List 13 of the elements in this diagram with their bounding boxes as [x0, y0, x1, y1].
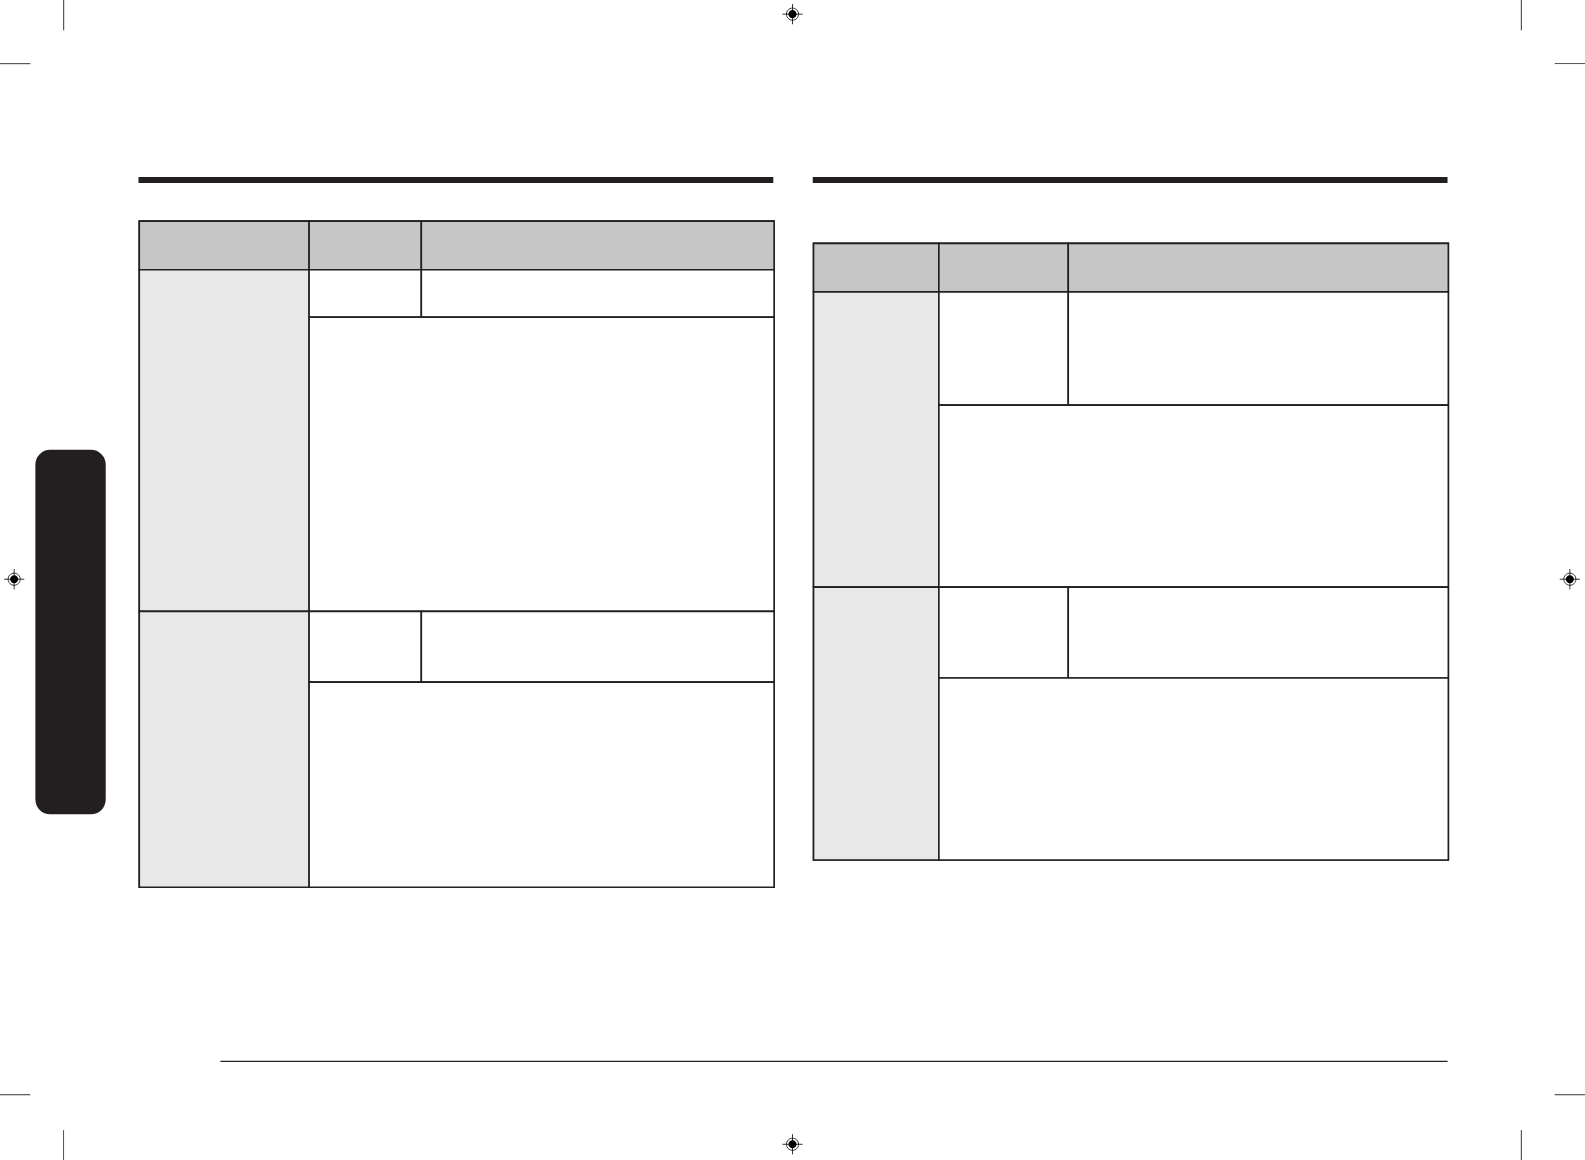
table-cell: [938, 586, 1070, 679]
table-cell: [812, 586, 940, 861]
table-cell: [308, 268, 423, 318]
table-cell: [938, 291, 1070, 406]
table-cell: [812, 291, 940, 588]
table-cell: [938, 242, 1070, 293]
table-cell: [138, 220, 310, 271]
table-cell: [308, 220, 423, 271]
table-cell: [138, 268, 310, 613]
side-tab: [35, 449, 106, 815]
table-cell: [308, 610, 423, 683]
table-cell: [138, 610, 310, 889]
table-cell: [812, 242, 940, 293]
